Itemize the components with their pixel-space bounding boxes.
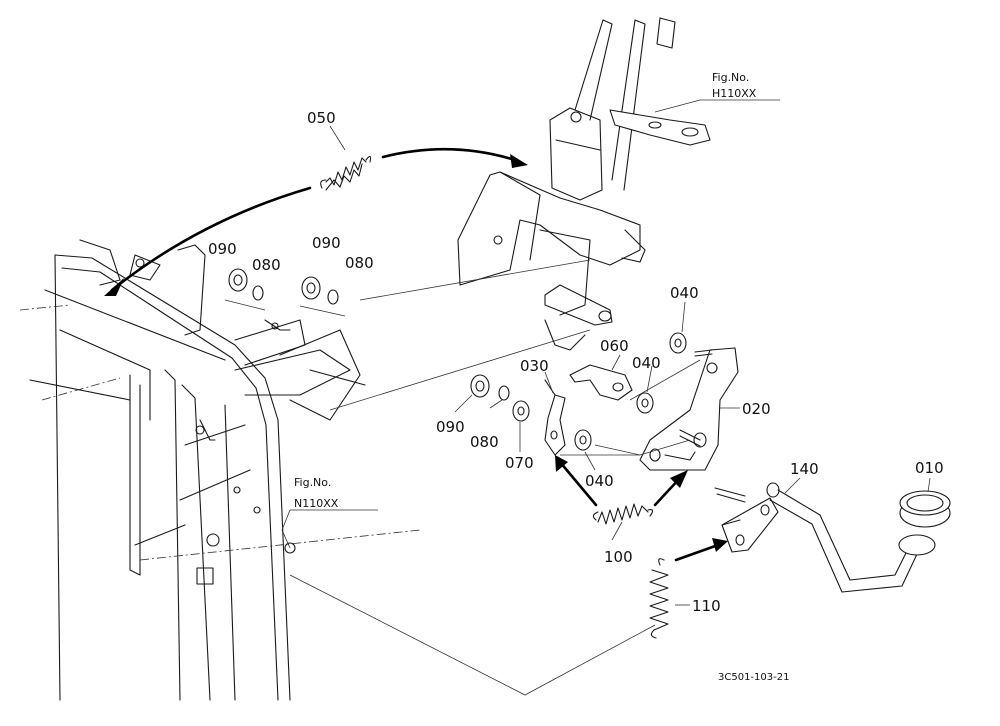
label-060: 060 xyxy=(600,337,629,355)
fig-ref-n110xx: Fig.No. N110XX xyxy=(294,476,339,510)
spring-050 xyxy=(320,155,372,191)
fig-ref-h110xx: Fig.No. H110XX xyxy=(712,71,757,100)
pedal-arm-140 xyxy=(714,482,919,593)
pedal-plate-020 xyxy=(639,347,739,471)
label-040-a: 040 xyxy=(670,284,699,302)
label-040-c: 040 xyxy=(585,472,614,490)
fig-ref-h-line2: H110XX xyxy=(712,87,757,100)
fig-ref-n-line1: Fig.No. xyxy=(294,476,331,489)
label-070: 070 xyxy=(505,454,534,472)
label-010: 010 xyxy=(915,459,944,477)
lever-030 xyxy=(544,379,566,456)
bracket-060 xyxy=(569,364,633,401)
label-030: 030 xyxy=(520,357,549,375)
fig-ref-h-line1: Fig.No. xyxy=(712,71,749,84)
label-110: 110 xyxy=(692,597,721,615)
label-040-b: 040 xyxy=(632,354,661,372)
fig-ref-n-line2: N110XX xyxy=(294,497,339,510)
label-140: 140 xyxy=(790,460,819,478)
label-100: 100 xyxy=(604,548,633,566)
washers-middle xyxy=(470,332,701,456)
part-labels: 050 090 080 090 080 040 060 040 030 020 … xyxy=(208,109,944,615)
pedal-pad-010 xyxy=(898,490,951,556)
pedal-bracket-assembly xyxy=(329,17,711,411)
leader-lines xyxy=(281,99,931,696)
spring-100 xyxy=(592,503,654,525)
label-090-a: 090 xyxy=(208,240,237,258)
diagram-code: 3C501-103-21 xyxy=(718,672,789,683)
spring-110 xyxy=(649,558,669,639)
label-080-b: 080 xyxy=(345,254,374,272)
spacers-upper xyxy=(224,268,346,317)
label-050: 050 xyxy=(307,109,336,127)
label-080-a: 080 xyxy=(252,256,281,274)
tractor-frame xyxy=(19,239,421,701)
assembly-arrows xyxy=(104,147,728,562)
label-080-c: 080 xyxy=(470,433,499,451)
label-020: 020 xyxy=(742,400,771,418)
label-090-b: 090 xyxy=(312,234,341,252)
label-090-c: 090 xyxy=(436,418,465,436)
